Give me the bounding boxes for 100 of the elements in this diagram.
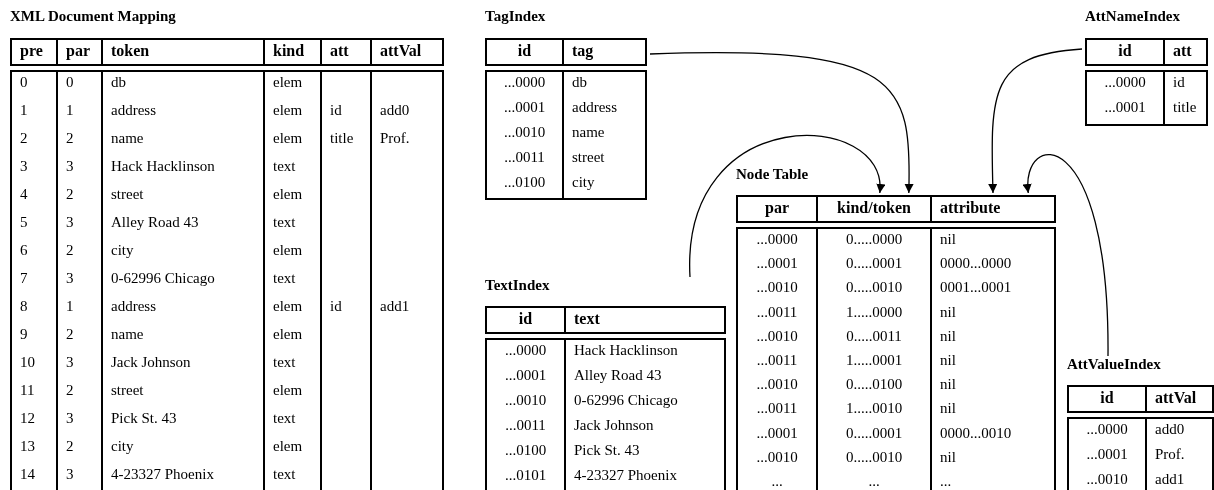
table-entry: ...0101 (503, 467, 548, 484)
table-entry: 0.....0010 (844, 448, 904, 466)
table-entry: elem (273, 186, 303, 203)
table-entry: db (572, 74, 587, 91)
table-entry: add1 (1155, 471, 1185, 488)
arrow (1023, 154, 1109, 357)
table-entry: text (273, 214, 296, 231)
table-entry: text (273, 158, 296, 175)
table-entry: city (111, 438, 134, 455)
table-entry: 4-23327 Phoenix (574, 467, 677, 484)
table-entry: 0000...0000 (940, 255, 1012, 273)
table-entry: city (572, 174, 595, 191)
table-entry: nil (940, 327, 956, 345)
table-entry: Alley Road 43 (574, 367, 662, 384)
table-entry: Pick St. 43 (574, 442, 640, 459)
table-entry: elem (273, 326, 303, 343)
table-entry: ...0000 (755, 231, 799, 248)
table-entry: 9 (20, 326, 28, 343)
table-entry: ...0010 (502, 124, 547, 141)
table-entry: 2 (66, 438, 74, 455)
column-heading: attribute (940, 199, 1001, 217)
table-entry: Prof. (380, 130, 410, 147)
table-entry: 3 (66, 354, 74, 371)
table-entry: elem (273, 130, 303, 147)
table-entry: ...0001 (503, 367, 548, 384)
table-entry: 8 (20, 298, 28, 315)
arrow (649, 52, 914, 194)
table-entry: ...0010 (755, 279, 799, 297)
table-entry: Prof. (1155, 446, 1185, 463)
table-entry: ...0001 (755, 424, 799, 442)
table-entry: ...0010 (755, 327, 799, 345)
table-entry: title (330, 130, 354, 147)
table-entry: 0.....0010 (844, 279, 904, 297)
table-entry: ...0011 (504, 417, 547, 434)
table-entry: ...0011 (755, 352, 799, 369)
column-heading: token (111, 42, 150, 60)
table-entry: title (1173, 99, 1197, 116)
table-entry: Hack Hacklinson (574, 342, 678, 359)
table-entry: text (273, 270, 296, 287)
table-entry: address (111, 298, 156, 315)
table-entry: ...0001 (755, 255, 799, 273)
table-entry: street (572, 149, 605, 166)
table-entry: 11 (20, 382, 35, 399)
table-entry: 3 (66, 466, 74, 483)
table-entry: street (111, 186, 144, 203)
table-entry: elem (273, 298, 303, 315)
table-entry: elem (273, 438, 303, 455)
table-entry: nil (940, 303, 956, 321)
table-entry: add0 (1155, 421, 1185, 438)
table-entry: 3 (66, 214, 74, 231)
column-heading: tag (572, 42, 594, 60)
column-heading: att (330, 42, 349, 60)
column-heading: id (516, 42, 533, 60)
table-entry: ...0010 (1085, 471, 1129, 488)
table-entry: Jack Johnson (111, 354, 191, 371)
table-entry: ...0011 (503, 149, 546, 166)
table-entry: 0.....0001 (844, 424, 904, 442)
table-entry: 1.....0010 (844, 400, 904, 418)
table-entry: ...0000 (1103, 74, 1147, 91)
table-entry: add0 (380, 102, 410, 119)
table-entry: nil (940, 231, 956, 248)
table-entry: text (273, 466, 296, 483)
table-entry: 0000...0010 (940, 424, 1012, 442)
table-entry: nil (940, 448, 956, 466)
table-entry: 2 (66, 186, 74, 203)
arrow (988, 48, 1083, 194)
table-entry: add1 (380, 298, 410, 315)
table-entry: 0-62996 Chicago (574, 392, 678, 409)
table-entry: 1 (66, 102, 74, 119)
column-heading: kind (273, 42, 305, 60)
table-entry: 2 (66, 242, 74, 259)
column-heading: id (1099, 389, 1115, 407)
column-heading: par (764, 199, 790, 217)
table-entry: ... (867, 473, 881, 490)
table-entry: 14 (20, 466, 35, 483)
table-entry: ...0000 (503, 342, 548, 359)
table-entry: nil (940, 376, 956, 394)
table-entry: 4-23327 Phoenix (111, 466, 214, 483)
table-entry: city (111, 242, 134, 259)
table-entry: elem (273, 382, 303, 399)
table-entry: 3 (66, 270, 74, 287)
table-entry: Alley Road 43 (111, 214, 199, 231)
table-entry: ...0010 (503, 392, 548, 409)
table-entry: 2 (66, 326, 74, 343)
table-entry: 2 (66, 382, 74, 399)
table-title: AttValueIndex (1067, 356, 1161, 373)
table-entry: address (111, 102, 156, 119)
table-entry: name (111, 326, 144, 343)
table-entry: 0.....0011 (845, 327, 903, 345)
table-entry: 0 (66, 74, 74, 91)
table-entry: elem (273, 74, 303, 91)
table-entry: address (572, 99, 617, 116)
table-title: Node Table (736, 166, 809, 183)
table-entry: ...0001 (502, 99, 547, 116)
table-title: XML Document Mapping (10, 8, 176, 25)
arrow (689, 134, 884, 278)
table-entry: 1 (66, 298, 74, 315)
table-entry: Hack Hacklinson (111, 158, 215, 175)
table-entry: 1.....0000 (844, 303, 904, 321)
table-entry: nil (940, 400, 956, 418)
